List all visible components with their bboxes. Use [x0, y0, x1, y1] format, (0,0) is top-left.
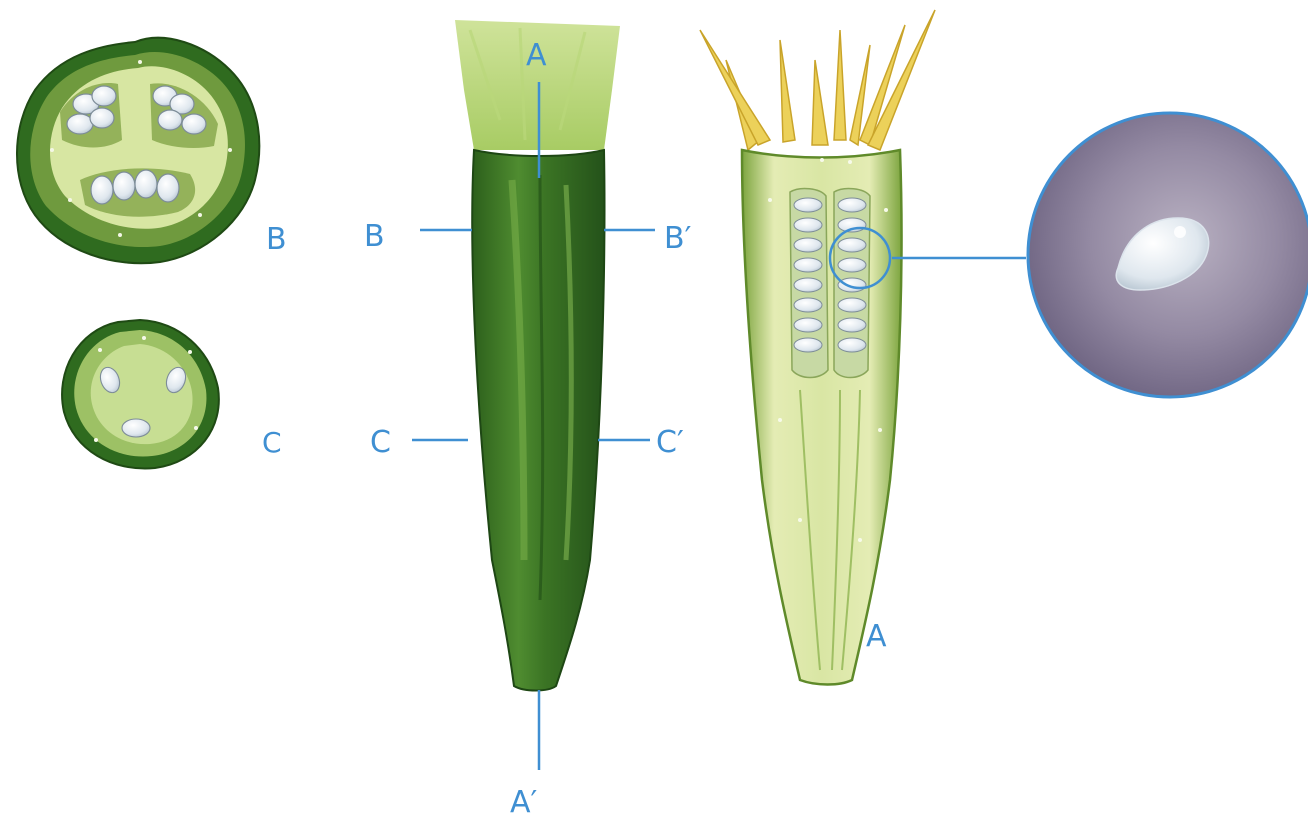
label-section-b: B	[266, 222, 287, 257]
label-cut-c-right: C′	[656, 425, 684, 460]
label-cut-c-left: C	[370, 425, 391, 460]
longitudinal-section	[700, 10, 935, 685]
label-cut-b-right: B′	[664, 221, 692, 256]
label-cut-a-top: A	[526, 38, 547, 73]
label-longitudinal-a: A	[866, 619, 887, 654]
cross-section-c	[62, 320, 219, 468]
label-section-c: C	[262, 426, 282, 459]
okra-pod-whole	[455, 20, 620, 691]
label-cut-b-left: B	[364, 219, 385, 254]
cross-section-b	[17, 38, 259, 263]
label-cut-a-bottom: A′	[510, 785, 538, 820]
